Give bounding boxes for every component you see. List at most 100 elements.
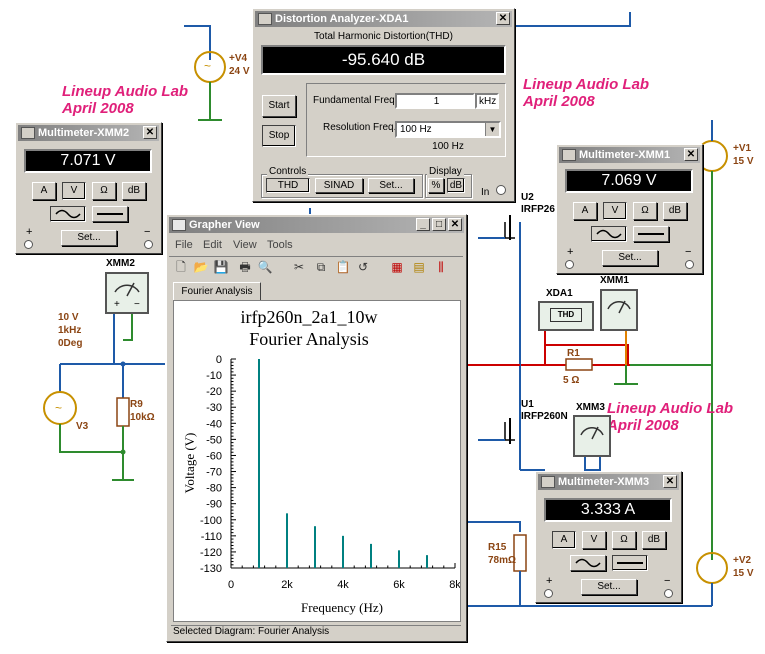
grapher-title: Grapher View xyxy=(189,219,260,231)
wire-xmm2-minus xyxy=(123,310,133,341)
plus-terminal[interactable] xyxy=(565,260,574,269)
cut-icon[interactable]: ✂ xyxy=(293,260,305,274)
db-button[interactable]: dB xyxy=(663,202,687,220)
chevron-down-icon[interactable]: ▼ xyxy=(485,123,499,136)
thd-button[interactable]: THD xyxy=(266,178,310,193)
dc-button[interactable] xyxy=(633,226,669,242)
close-button[interactable]: ✕ xyxy=(448,218,462,231)
set-button[interactable]: Set... xyxy=(368,178,414,193)
close-button[interactable]: ✕ xyxy=(663,475,677,488)
ac-button[interactable] xyxy=(591,226,627,242)
menu-file[interactable]: File xyxy=(175,239,193,251)
db-button[interactable]: dB xyxy=(642,531,666,549)
percent-button[interactable]: % xyxy=(428,178,444,193)
save-icon[interactable]: 💾 xyxy=(213,260,229,274)
new-icon[interactable]: 🗋 xyxy=(176,260,186,274)
voltmeter-button[interactable]: V xyxy=(62,182,86,200)
v1-name: +V1 xyxy=(733,143,752,154)
xmm1-titlebar[interactable]: Multimeter-XMM1 ✕ xyxy=(559,147,700,163)
set-button[interactable]: Set... xyxy=(581,579,637,595)
menu-tools[interactable]: Tools xyxy=(267,239,293,251)
node-ground xyxy=(120,449,126,455)
voltmeter-button[interactable]: V xyxy=(582,531,606,549)
minimize-button[interactable]: _ xyxy=(416,218,430,231)
close-button[interactable]: ✕ xyxy=(684,148,698,161)
menu-view[interactable]: View xyxy=(233,239,257,251)
xda1-name: XDA1 xyxy=(546,288,573,299)
voltmeter-button[interactable]: V xyxy=(603,202,627,220)
distortion-analyzer-window: Distortion Analyzer-XDA1 ✕ Total Harmoni… xyxy=(252,8,515,202)
lab-label-2-line2: April 2008 xyxy=(523,93,595,110)
grapher-titlebar[interactable]: Grapher View _ □ ✕ xyxy=(169,217,464,233)
v4-value: 24 V xyxy=(229,66,250,77)
fund-freq-unit[interactable]: kHz xyxy=(475,93,499,109)
multimeter-xmm2-window: Multimeter-XMM2 ✕ 7.071 V A V Ω dB Set..… xyxy=(15,122,162,254)
distortion-analyzer-titlebar[interactable]: Distortion Analyzer-XDA1 ✕ xyxy=(255,11,512,27)
lab-label-3-line1: Lineup Audio Lab xyxy=(607,400,734,417)
res-freq-value: 100 Hz xyxy=(400,124,432,135)
y-tick-label: 0 xyxy=(216,354,222,366)
set-button[interactable]: Set... xyxy=(602,250,658,266)
y-tick-label: -130 xyxy=(200,563,222,575)
plus-terminal[interactable] xyxy=(24,240,33,249)
undo-icon[interactable]: ↺ xyxy=(357,260,369,274)
copy-icon[interactable]: ⧉ xyxy=(316,260,326,274)
cursors-icon[interactable]: ⫼ xyxy=(438,260,444,274)
ohmmeter-button[interactable]: Ω xyxy=(633,202,657,220)
grid-icon[interactable]: ▦ xyxy=(391,260,403,274)
fund-freq-input[interactable]: 1 xyxy=(395,93,475,109)
r1-ground xyxy=(614,365,638,385)
v2-value: 15 V xyxy=(733,568,754,579)
xmm2-titlebar[interactable]: Multimeter-XMM2 ✕ xyxy=(18,125,159,141)
chart-title: irfp260n_2a1_10w xyxy=(241,307,378,327)
y-tick-label: -50 xyxy=(206,434,222,446)
set-button[interactable]: Set... xyxy=(61,230,117,246)
ammeter-button[interactable]: A xyxy=(573,202,597,220)
xmm1-icon[interactable] xyxy=(600,289,638,331)
ohmmeter-button[interactable]: Ω xyxy=(92,182,116,200)
xmm2-reading: 7.071 V xyxy=(24,149,152,173)
y-tick-label: -80 xyxy=(206,483,222,495)
db-button[interactable]: dB xyxy=(447,178,465,193)
db-button[interactable]: dB xyxy=(122,182,146,200)
v3-sign: ~ xyxy=(55,401,62,415)
ammeter-button[interactable]: A xyxy=(552,531,576,549)
ac-button[interactable] xyxy=(570,555,606,571)
u2-label: U2 IRFP26 xyxy=(521,192,555,216)
xmm1-reading: 7.069 V xyxy=(565,169,693,193)
open-folder-icon[interactable]: 📂 xyxy=(193,260,209,274)
app-icon xyxy=(541,476,555,488)
close-button[interactable]: ✕ xyxy=(143,126,157,139)
plus-terminal[interactable] xyxy=(544,589,553,598)
xmm3-titlebar[interactable]: Multimeter-XMM3 ✕ xyxy=(538,474,679,490)
ammeter-button[interactable]: A xyxy=(32,182,56,200)
v4-sign: ~ xyxy=(204,59,211,73)
dc-button[interactable] xyxy=(92,206,128,222)
print-preview-icon[interactable]: 🔍 xyxy=(257,260,273,274)
xmm3-icon[interactable] xyxy=(573,415,611,457)
input-terminal[interactable] xyxy=(496,185,506,195)
minus-terminal[interactable] xyxy=(144,240,153,249)
xmm2-icon[interactable]: + − xyxy=(105,272,149,314)
res-freq-select[interactable]: 100 Hz ▼ xyxy=(395,121,501,138)
thd-heading: Total Harmonic Distortion(THD) xyxy=(314,31,453,42)
tab-fourier-analysis[interactable]: Fourier Analysis xyxy=(173,282,261,300)
close-button[interactable]: ✕ xyxy=(496,12,510,25)
menu-edit[interactable]: Edit xyxy=(203,239,222,251)
ohmmeter-button[interactable]: Ω xyxy=(612,531,636,549)
start-button[interactable]: Start xyxy=(262,95,296,117)
ac-button[interactable] xyxy=(50,206,86,222)
print-icon[interactable]: 🖶 xyxy=(239,260,251,274)
toolbar-divider xyxy=(169,256,463,257)
stop-button[interactable]: Stop xyxy=(262,125,296,147)
legend-icon[interactable]: ▤ xyxy=(413,260,425,274)
minus-terminal[interactable] xyxy=(685,260,694,269)
xda1-icon[interactable]: THD xyxy=(538,301,594,331)
paste-icon[interactable]: 📋 xyxy=(335,260,351,274)
r1-name: R1 xyxy=(567,348,580,359)
sinad-button[interactable]: SINAD xyxy=(315,178,363,193)
minus-terminal[interactable] xyxy=(664,589,673,598)
dc-button[interactable] xyxy=(612,555,648,571)
y-tick-label: -70 xyxy=(206,467,222,479)
maximize-button[interactable]: □ xyxy=(432,218,446,231)
